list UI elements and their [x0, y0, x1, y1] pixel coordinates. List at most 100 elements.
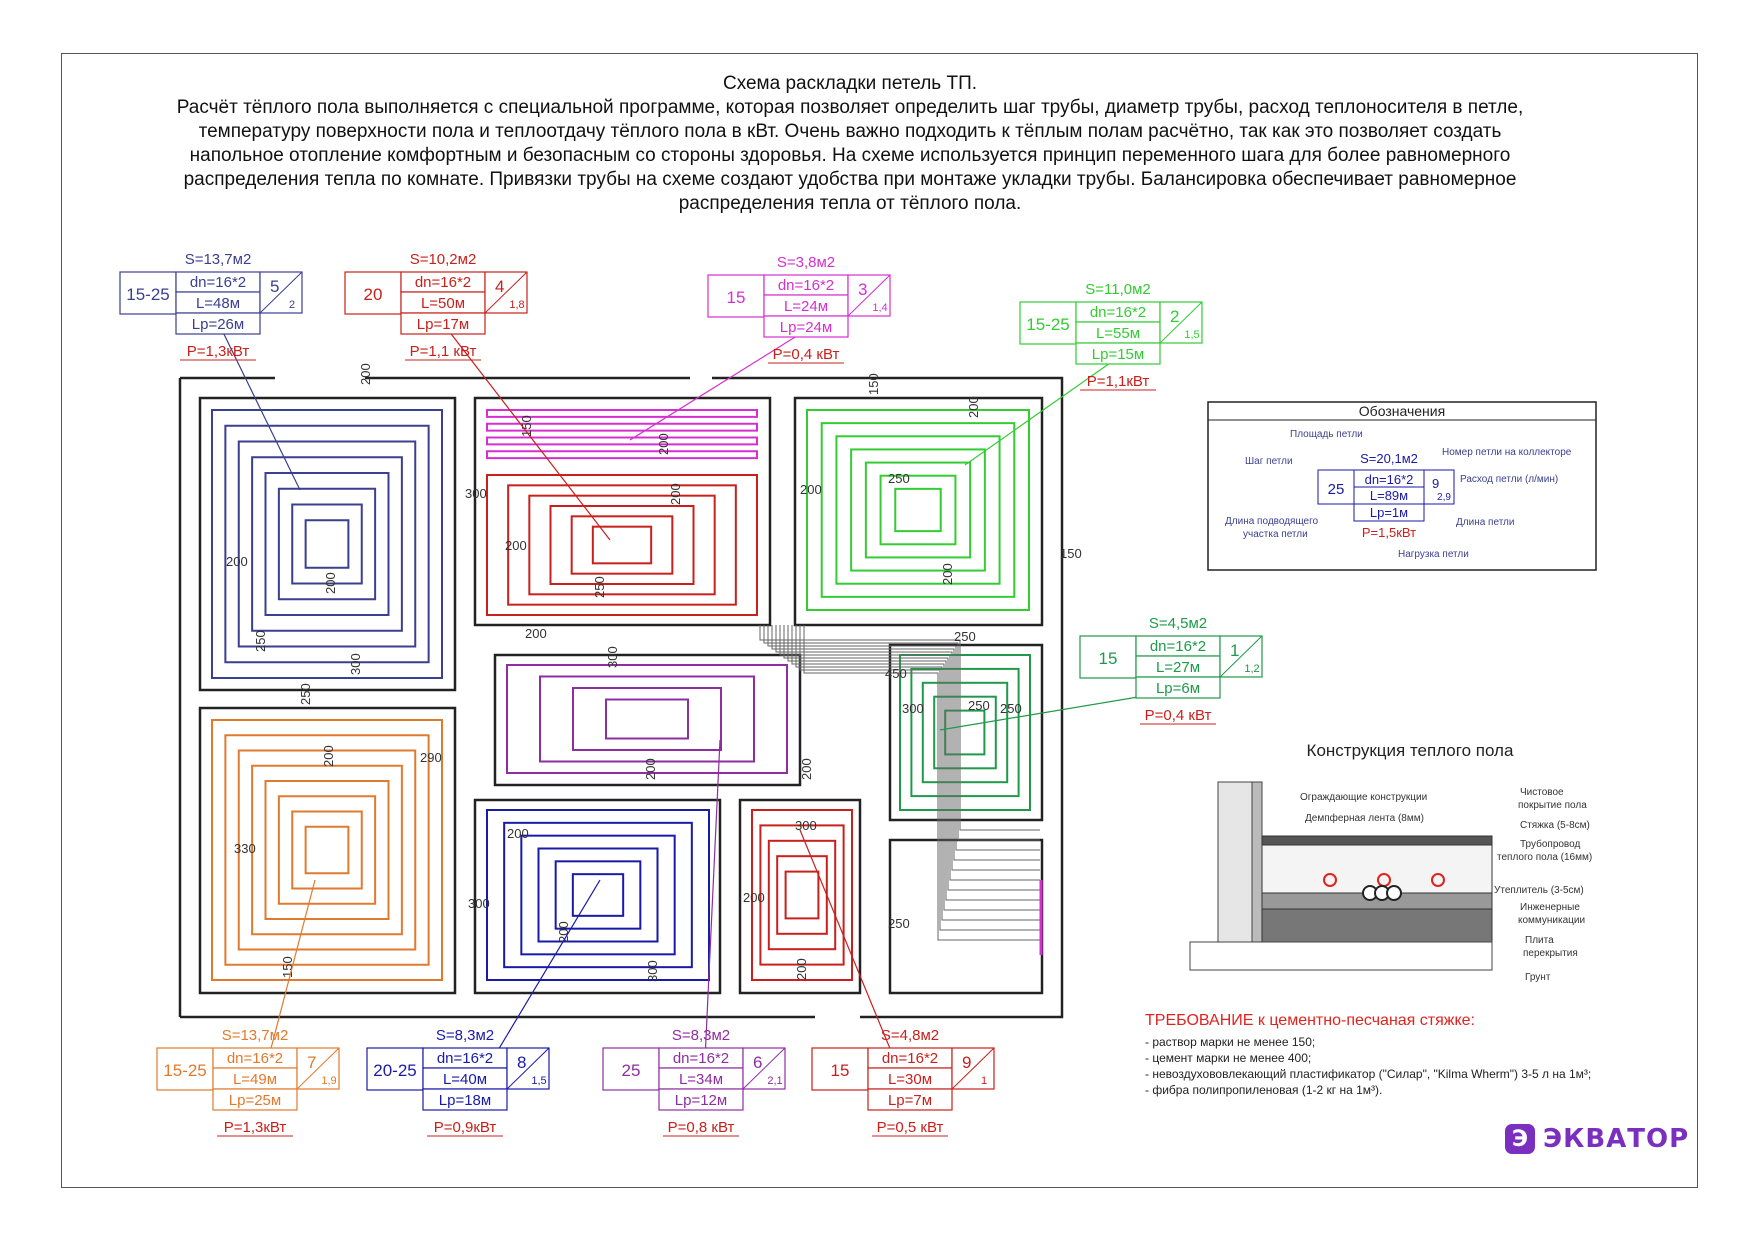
- loop-table-8: S=8,3м220-25dn=16*2L=40мLp=18м81,5P=0,9к…: [366, 879, 601, 1137]
- pipe-turn: [528, 494, 716, 596]
- loop-power: P=1,1кВт: [1087, 373, 1150, 390]
- construction-label: Ограждающие конструкции: [1300, 792, 1427, 803]
- pipe-spacing-dimension: 250: [888, 471, 910, 486]
- loop-diameter: dn=16*2: [190, 274, 246, 291]
- slab-layer: [1261, 908, 1493, 943]
- leader-line: [964, 355, 1121, 466]
- loop-number: 4: [495, 277, 504, 296]
- pipe-turn: [921, 681, 1009, 784]
- legend-load-label: Нагрузка петли: [1398, 549, 1469, 560]
- header-line: распределения тепла от тёплого пола.: [678, 193, 1022, 214]
- legend-dn: dn=16*2: [1365, 472, 1414, 487]
- brand-logo: Э ЭКВАТОР: [1505, 1124, 1689, 1154]
- header-line: Расчёт тёплого пола выполняется с специа…: [176, 97, 1524, 118]
- leader-line: [219, 325, 301, 491]
- loop-area: S=3,8м2: [777, 254, 835, 271]
- pipe-turn: [864, 461, 972, 559]
- leader-line: [629, 328, 809, 441]
- building-walls: [178, 376, 1064, 1019]
- loop-step: 20-25: [373, 1061, 416, 1080]
- pipe-spacing-dimension: 250: [592, 576, 607, 598]
- inner-wall: [198, 396, 457, 692]
- pipe-run: [486, 422, 758, 432]
- pipe-spacing-dimension: 200: [323, 572, 338, 594]
- pipe-turn: [224, 424, 430, 664]
- pipe-loop-7: [211, 719, 443, 981]
- pipe-turn: [291, 810, 363, 890]
- loop-power: P=0,5 кВт: [877, 1119, 944, 1136]
- cell-diagonal: [1219, 635, 1263, 678]
- step-cell: [602, 1047, 660, 1091]
- loop-table-7: S=13,7м215-25dn=16*2L=49мLp=25м71,9P=1,3…: [156, 879, 340, 1137]
- screed-layer: [1261, 844, 1493, 894]
- loop-power: P=0,9кВт: [434, 1119, 497, 1136]
- pipe-spacing-dimension: 200: [668, 483, 683, 505]
- loop-flow: 1,5: [1184, 329, 1199, 341]
- loop-number: 5: [270, 277, 279, 296]
- legend-supply-label: участка петли: [1243, 529, 1308, 540]
- loop-step: 15-25: [163, 1061, 206, 1080]
- brand-mark-icon: Э: [1505, 1124, 1535, 1154]
- loop-step: 15: [727, 288, 746, 307]
- supply-pipe: [791, 625, 1040, 911]
- loop-number: 8: [517, 1053, 526, 1072]
- pipe-turn: [591, 525, 653, 565]
- construction-label: Трубопровод: [1520, 838, 1580, 850]
- loop-supply-length: Lp=17м: [417, 316, 469, 333]
- pipe-spacing-dimension: 200: [507, 826, 529, 841]
- legend-flow-label: Расход петли (л/мин): [1460, 474, 1558, 485]
- supply-cell: [867, 1088, 953, 1111]
- requirement-item: - цемент марки не менее 400;: [1145, 1051, 1312, 1065]
- supply-pipe: [799, 625, 1040, 931]
- pipe-turn: [933, 695, 997, 770]
- pipe-spacing-dimension: 200: [321, 745, 336, 767]
- legend-length-label: Длина петли: [1456, 517, 1514, 528]
- loop-diameter: dn=16*2: [673, 1050, 729, 1067]
- requirement-item: - невоздухововлекающий пластификатор ("С…: [1145, 1067, 1592, 1081]
- inner-wall: [473, 798, 722, 995]
- supply-pipe: [767, 625, 1040, 851]
- legend-step: 25: [1328, 481, 1345, 498]
- pipe-spacing-dimension: 200: [800, 482, 822, 497]
- step-cell: [344, 271, 402, 315]
- pipe-turn: [605, 698, 689, 740]
- loop-step: 15: [1099, 649, 1118, 668]
- loop-diameter: dn=16*2: [1090, 304, 1146, 321]
- pipe-turn: [894, 487, 942, 533]
- legend-area: S=20,1м2: [1360, 451, 1418, 466]
- loop-power: P=0,8 кВт: [668, 1119, 735, 1136]
- pipe-turn: [304, 519, 350, 569]
- pipe-spacing-dimension: 250: [954, 629, 976, 644]
- construction-label: покрытие пола: [1518, 800, 1587, 811]
- drawing-frame: [61, 53, 1698, 1188]
- pipe-loop-6: [506, 664, 788, 774]
- pipe-turn: [291, 503, 363, 585]
- loop-number: 6: [753, 1053, 762, 1072]
- pipe-loop-2: [806, 409, 1030, 611]
- pipe-turn: [554, 860, 642, 930]
- pipe-turn: [224, 734, 430, 966]
- header-line: температуру поверхности пола и теплоотда…: [198, 121, 1502, 142]
- cell-diagonal: [951, 1047, 995, 1090]
- legend-supply-cell: [1353, 503, 1425, 522]
- loop-flow: 1,9: [321, 1075, 336, 1087]
- supply-pipe: [771, 625, 1040, 861]
- pipe-spacing-dimension: 300: [605, 646, 620, 668]
- inner-wall: [888, 643, 1044, 822]
- supply-pipe: [787, 625, 1040, 901]
- loop-table-2: S=11,0м215-25dn=16*2L=55мLp=15м21,5P=1,1…: [964, 281, 1203, 466]
- loop-diameter: dn=16*2: [437, 1050, 493, 1067]
- cell-diagonal: [484, 271, 528, 314]
- pipe-spacing-dimension: 200: [556, 921, 571, 943]
- step-cell: [1079, 635, 1137, 679]
- loop-diameter: dn=16*2: [227, 1050, 283, 1067]
- pipe-spacing-dimension: 150: [866, 373, 881, 395]
- loop-supply-length: Lp=24м: [780, 319, 832, 336]
- loop-diameter: dn=16*2: [882, 1050, 938, 1067]
- pipe-spacing-dimension: 200: [656, 433, 671, 455]
- brand-name: ЭКВАТОР: [1543, 1124, 1690, 1154]
- pipe-spacing-dimension: 250: [1000, 701, 1022, 716]
